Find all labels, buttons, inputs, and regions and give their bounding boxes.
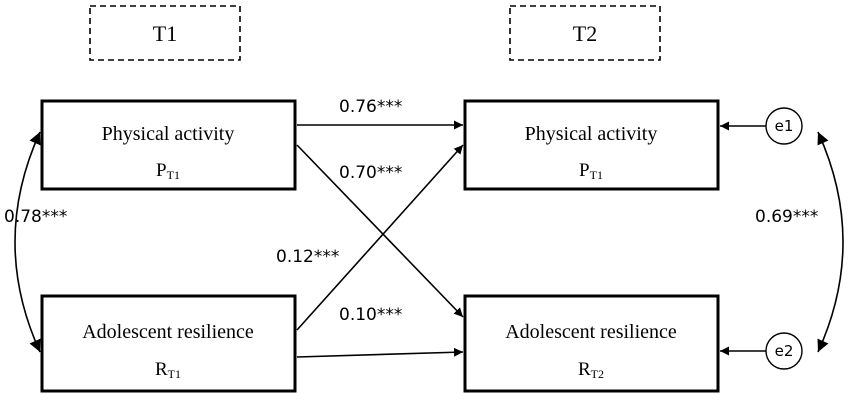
node-symbol: PT1 <box>579 160 603 182</box>
error-e1: e1 <box>765 107 803 145</box>
time-label-t1-text: T1 <box>153 21 177 46</box>
coef-r-to-r: 0.10*** <box>339 305 402 325</box>
time-label-t1: T1 <box>89 5 241 61</box>
covariance-errors-curve <box>817 131 844 353</box>
coef-cov-t1: 0.78*** <box>4 207 67 227</box>
node-label: Physical activity <box>102 123 235 145</box>
node-label: Physical activity <box>525 123 658 145</box>
error-e2-label: e2 <box>775 342 794 360</box>
node-adolescent-resilience-t1: Adolescent resilience RT1 <box>40 294 297 393</box>
error-e2: e2 <box>765 332 803 370</box>
time-label-t2: T2 <box>509 5 661 61</box>
covariance-t1-curve <box>14 131 41 353</box>
path-r-to-p-arrow <box>296 144 464 331</box>
node-physical-activity-t1: Physical activity PT1 <box>40 99 297 191</box>
node-symbol: PT1 <box>156 160 180 182</box>
path-p-to-r-arrow <box>296 144 464 318</box>
node-adolescent-resilience-t2: Adolescent resilience RT2 <box>463 294 720 393</box>
coef-r-to-p: 0.12*** <box>276 247 339 267</box>
node-label: Adolescent resilience <box>82 321 254 343</box>
coef-p-to-r: 0.70*** <box>339 163 402 183</box>
time-label-t2-text: T2 <box>573 21 597 46</box>
node-label: Adolescent resilience <box>505 321 677 343</box>
path-r-to-r-arrow <box>296 347 464 358</box>
coef-p-to-p: 0.76*** <box>339 97 402 117</box>
coef-cov-errors: 0.69*** <box>755 207 818 227</box>
node-physical-activity-t2: Physical activity PT1 <box>463 99 720 191</box>
node-symbol: RT2 <box>578 359 604 381</box>
error-e1-label: e1 <box>775 117 794 135</box>
node-symbol: RT1 <box>155 359 181 381</box>
